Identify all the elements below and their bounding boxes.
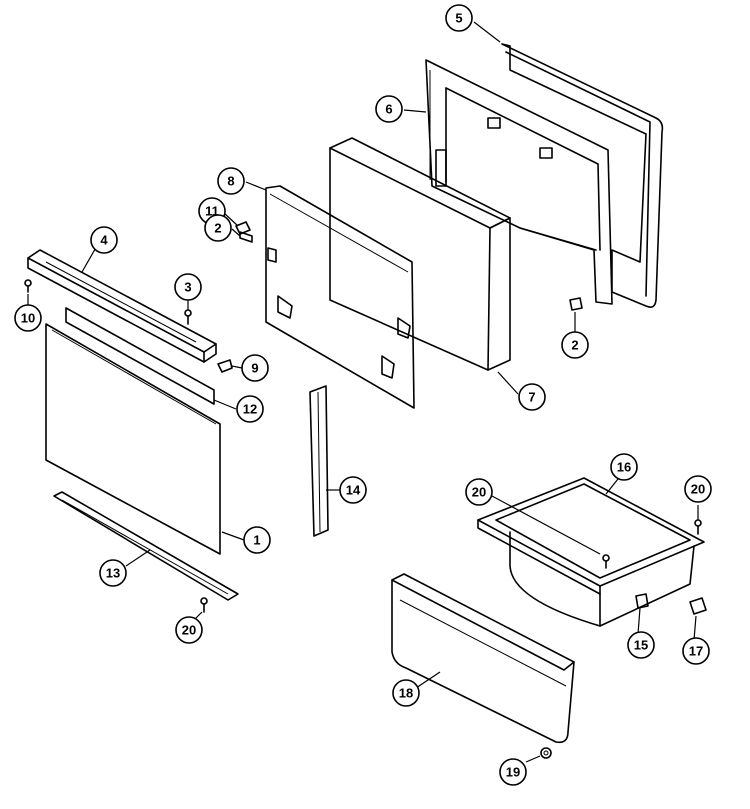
svg-text:3: 3 — [184, 280, 191, 295]
svg-text:20: 20 — [691, 482, 705, 497]
svg-text:19: 19 — [506, 765, 520, 780]
part-screw-10 — [24, 279, 32, 293]
part-clip-9 — [217, 359, 233, 373]
svg-text:17: 17 — [689, 644, 703, 659]
part-door-insulation-box — [329, 137, 511, 371]
part-side-strip — [309, 385, 329, 537]
callout-1: 1 — [243, 526, 271, 554]
callout-16: 16 — [610, 453, 638, 481]
callout-18: 18 — [392, 679, 420, 707]
callout-20-left: 20 — [175, 616, 203, 644]
part-screw-20-left — [200, 597, 208, 613]
svg-text:15: 15 — [634, 638, 648, 653]
leader-lines — [27, 21, 699, 763]
part-drawer-front — [391, 573, 575, 744]
svg-text:14: 14 — [346, 483, 361, 498]
part-screw-3 — [184, 309, 192, 325]
svg-text:12: 12 — [243, 402, 257, 417]
part-screw-20-right — [694, 519, 702, 535]
part-clip-11 — [235, 221, 251, 235]
callout-2-left: 2 — [204, 214, 232, 242]
svg-text:13: 13 — [106, 566, 120, 581]
part-handle-trim — [27, 249, 217, 363]
svg-text:2: 2 — [571, 338, 578, 353]
callout-20-right: 20 — [684, 475, 712, 503]
part-bottom-trim — [53, 491, 239, 601]
svg-text:2: 2 — [214, 221, 221, 236]
callout-9: 9 — [241, 354, 269, 382]
callout-10: 10 — [14, 304, 42, 332]
callout-13: 13 — [99, 559, 127, 587]
svg-text:20: 20 — [182, 623, 196, 638]
part-screw-20-pan — [602, 554, 610, 569]
callout-17: 17 — [682, 637, 710, 665]
part-clip-2-right — [569, 297, 583, 311]
part-drawer-pan — [477, 477, 705, 627]
callout-7: 7 — [518, 383, 546, 411]
svg-text:20: 20 — [472, 485, 486, 500]
svg-text:4: 4 — [100, 233, 108, 248]
part-door-frame-inner — [425, 59, 613, 305]
svg-text:16: 16 — [617, 460, 631, 475]
svg-text:9: 9 — [251, 361, 258, 376]
callout-20-pan: 20 — [465, 478, 493, 506]
svg-text:1: 1 — [253, 533, 260, 548]
part-inner-door-panel — [265, 185, 415, 409]
callout-19: 19 — [499, 758, 527, 786]
callout-8: 8 — [217, 167, 245, 195]
callout-3: 3 — [174, 273, 202, 301]
callout-5: 5 — [445, 4, 473, 32]
svg-text:18: 18 — [399, 686, 413, 701]
svg-text:8: 8 — [227, 174, 234, 189]
callout-6: 6 — [375, 95, 403, 123]
part-outer-door-panel — [45, 323, 221, 555]
svg-text:7: 7 — [528, 390, 535, 405]
part-glide-17 — [689, 597, 707, 615]
callout-14: 14 — [339, 476, 367, 504]
callout-4: 4 — [90, 226, 118, 254]
svg-text:6: 6 — [385, 102, 392, 117]
svg-text:5: 5 — [455, 11, 462, 26]
part-door-frame-outer — [501, 43, 664, 308]
part-clip-15 — [635, 593, 649, 609]
callout-2-right: 2 — [561, 331, 589, 359]
callout-12: 12 — [236, 395, 264, 423]
svg-text:10: 10 — [21, 311, 35, 326]
callout-15: 15 — [627, 631, 655, 659]
part-knob-19 — [540, 747, 552, 759]
part-glass-strip — [65, 307, 215, 405]
